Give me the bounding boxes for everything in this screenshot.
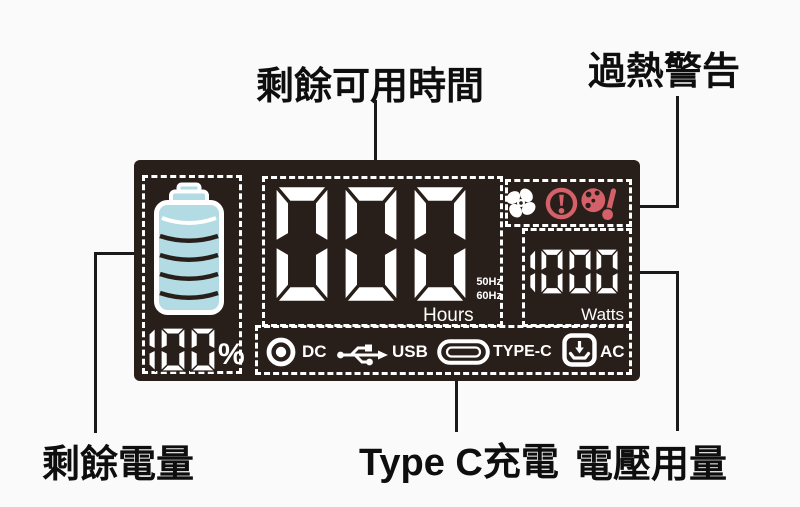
percent-sign: % <box>218 338 245 371</box>
label-typec-charging: Type C充電 <box>359 442 559 484</box>
usb-port-icon <box>337 344 388 366</box>
battery-icon <box>154 182 224 315</box>
freq-50hz: 50Hz <box>476 276 502 288</box>
dc-port-icon <box>266 337 296 367</box>
status-icons-box <box>505 179 632 227</box>
watts-value <box>528 248 620 295</box>
leader-line-overheat-v <box>676 96 679 208</box>
label-remaining-time: 剩餘可用時間 <box>256 66 485 108</box>
thermometer-icon <box>581 186 618 222</box>
leader-line-time <box>374 100 377 178</box>
leader-line-voltage-v <box>676 271 679 431</box>
typec-port-icon <box>437 339 490 365</box>
leader-line-overheat-h <box>632 205 679 208</box>
battery-section-box <box>142 175 242 374</box>
leader-line-battery-h <box>95 252 142 255</box>
hours-unit: Hours <box>423 305 474 326</box>
label-voltage-usage: 電壓用量 <box>575 444 728 486</box>
leader-line-typec <box>455 381 458 432</box>
label-overheat-warning: 過熱警告 <box>588 51 741 93</box>
leader-line-battery-v <box>94 252 97 433</box>
hours-value <box>273 183 469 305</box>
ports-section-box <box>255 325 632 375</box>
battery-percent-value <box>147 327 217 372</box>
dc-port-label: DC <box>302 342 327 361</box>
lcd-panel: % 50Hz 60Hz Hours <box>134 160 640 381</box>
freq-60hz: 60Hz <box>476 290 502 302</box>
fan-icon <box>506 188 536 218</box>
label-remaining-battery: 剩餘電量 <box>42 444 195 486</box>
ac-port-label: AC <box>600 342 625 361</box>
frequency-indicators: 50Hz 60Hz <box>464 275 502 303</box>
watts-unit: Watts <box>581 305 624 324</box>
leader-line-voltage-h <box>620 271 679 274</box>
usb-port-label: USB <box>392 342 428 361</box>
typec-port-label: TYPE-C <box>493 343 552 360</box>
ac-port-icon <box>562 333 597 367</box>
overheat-alert-icon <box>545 187 578 220</box>
